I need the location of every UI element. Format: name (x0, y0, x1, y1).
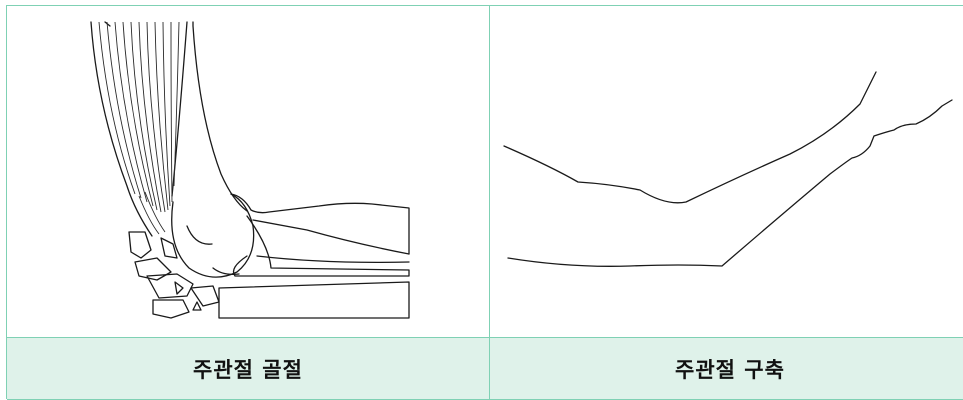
caption-fracture: 주관절 골절 (193, 357, 303, 382)
caption-cell-contracture: 주관절 구축 (490, 338, 963, 400)
figure-table: 주관절 골절 주관절 구축 (6, 5, 963, 400)
caption-contracture: 주관절 구축 (675, 357, 785, 382)
elbow-contracture-illustration (503, 71, 953, 267)
figure-cell-contracture (490, 6, 963, 338)
figure-cell-fracture (7, 6, 490, 338)
caption-cell-fracture: 주관절 골절 (7, 338, 490, 400)
elbow-fracture-illustration (90, 21, 410, 319)
